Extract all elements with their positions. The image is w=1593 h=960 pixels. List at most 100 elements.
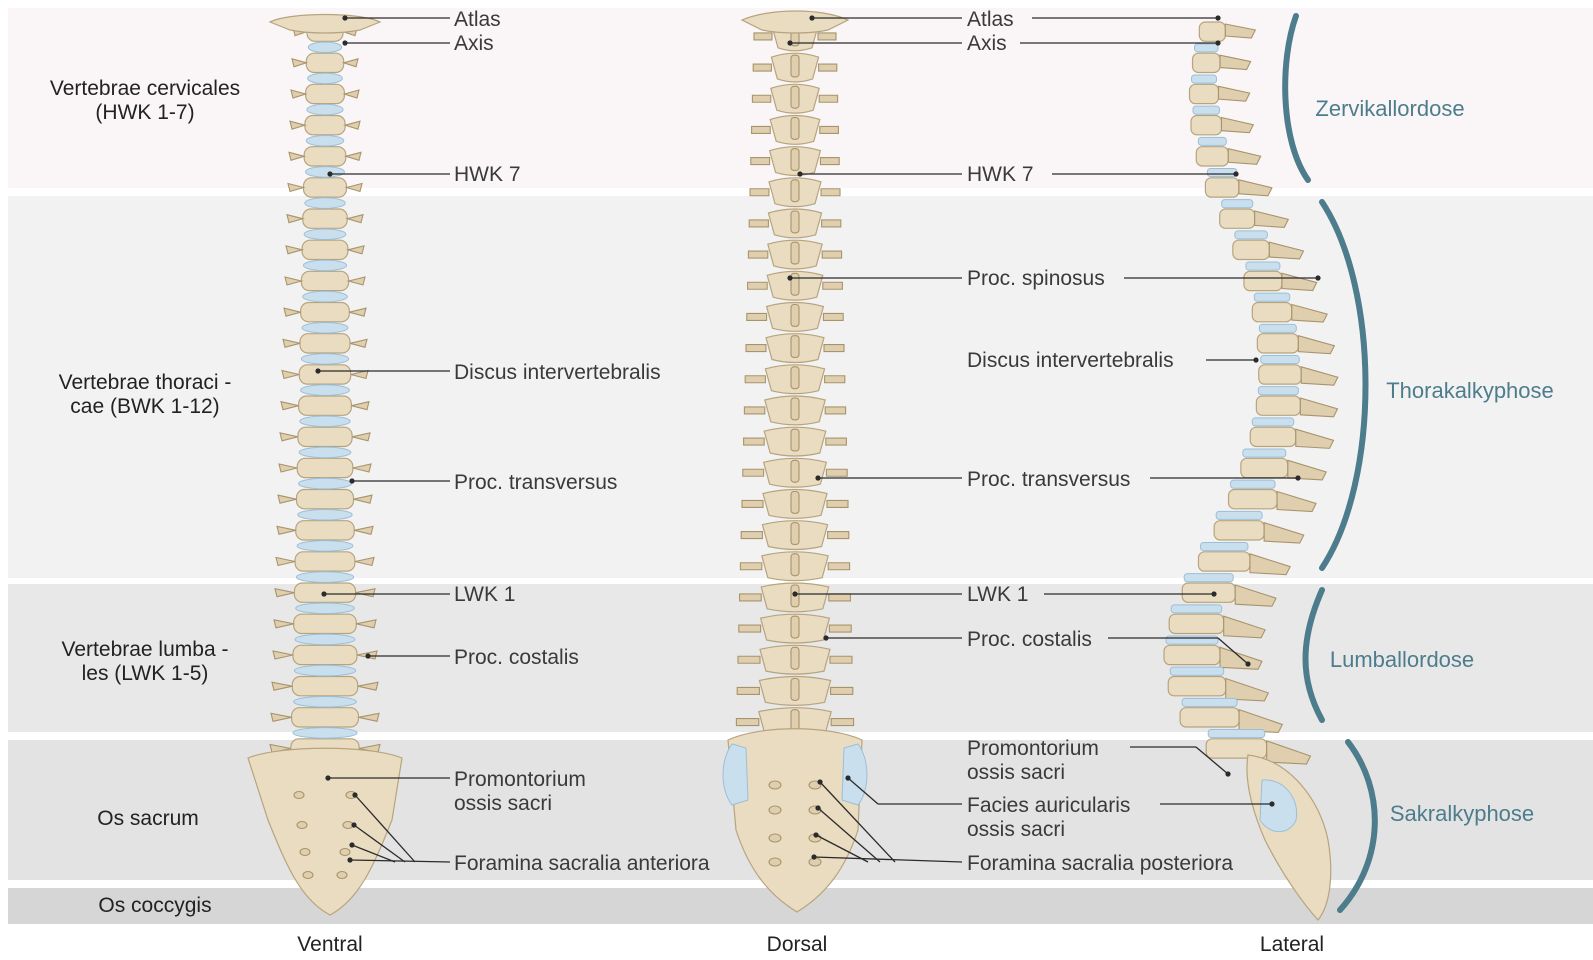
dorsal-label-lwk1: LWK 1 [967, 583, 1028, 606]
view-label-lateral: Lateral [1260, 933, 1324, 956]
vertebral-body [292, 677, 357, 696]
intervertebral-disc [1258, 387, 1298, 395]
intervertebral-disc [1216, 511, 1262, 519]
ventral-label-lwk1: LWK 1 [454, 583, 515, 606]
region-label-thoracic-line: cae (BWK 1-12) [70, 395, 219, 418]
ventral-label-foramina-anteriora-line: Foramina sacralia anteriora [454, 852, 710, 875]
spinous-process [791, 242, 799, 264]
intervertebral-disc [1235, 231, 1268, 239]
sacral-foramen [769, 858, 781, 866]
vertebral-body [1193, 53, 1221, 72]
dorsal-label-foramina-posteriora: Foramina sacralia posteriora [967, 852, 1233, 875]
sacral-foramen [340, 849, 350, 856]
dorsal-label-axis-line: Axis [967, 32, 1007, 55]
intervertebral-disc [301, 354, 348, 365]
dorsal-label-hwk7-line: HWK 7 [967, 163, 1034, 186]
spinous-process [791, 679, 799, 701]
intervertebral-disc [1192, 75, 1217, 83]
vertebral-body [296, 521, 354, 540]
vertebral-body [304, 178, 347, 197]
dorsal-label-proc-transversus: Proc. transversus [967, 468, 1130, 491]
dorsal-label-proc-costalis: Proc. costalis [967, 628, 1092, 651]
spinous-process [791, 460, 799, 482]
leader-dot [315, 368, 320, 373]
spinous-process [791, 616, 799, 638]
curvature-label-thorakalkyphose: Thorakalkyphose [1386, 378, 1554, 403]
leader-dot [787, 275, 792, 280]
vertebral-body [299, 396, 352, 415]
region-label-thoracic: Vertebrae thoraci -cae (BWK 1-12) [59, 371, 232, 418]
ventral-label-atlas-line: Atlas [454, 8, 501, 31]
ventral-label-promontorium-line: Promontorium [454, 768, 586, 791]
intervertebral-disc [1259, 324, 1296, 332]
vertebral-body [1250, 427, 1296, 446]
sacral-foramen [337, 872, 347, 879]
spinous-process [791, 273, 799, 295]
vertebral-body [1229, 490, 1278, 509]
leader-dot [1295, 475, 1300, 480]
ventral-label-axis-line: Axis [454, 32, 494, 55]
intervertebral-disc [296, 603, 355, 614]
leader-dot [342, 40, 347, 45]
vertebral-body [1256, 396, 1300, 415]
leader-dot [349, 842, 354, 847]
vertebral-body [1214, 521, 1264, 540]
intervertebral-disc [1261, 355, 1300, 363]
vertebral-body [293, 645, 357, 664]
leader-dot [1215, 15, 1220, 20]
ventral-label-proc-costalis: Proc. costalis [454, 646, 579, 669]
leader-dot [1233, 171, 1238, 176]
dorsal-label-facies-auricularis-line: Facies auricularis [967, 794, 1130, 817]
vertebral-body [1180, 708, 1239, 727]
intervertebral-disc [305, 198, 345, 209]
vertebral-body [1190, 84, 1219, 103]
intervertebral-disc [294, 696, 357, 707]
intervertebral-disc [295, 634, 355, 645]
ventral-label-discus: Discus intervertebralis [454, 361, 661, 384]
leader-dot [811, 854, 816, 859]
spinous-process [791, 149, 799, 171]
spinous-process [791, 86, 799, 108]
leader-dot [351, 822, 356, 827]
vertebral-body [1168, 677, 1226, 696]
dorsal-label-promontorium-line: Promontorium [967, 737, 1099, 760]
sacral-foramen [294, 792, 304, 799]
intervertebral-disc [306, 135, 344, 146]
vertebral-body [1196, 147, 1228, 166]
intervertebral-disc [302, 322, 348, 333]
ventral-label-proc-transversus: Proc. transversus [454, 471, 617, 494]
curvature-label-sakralkyphose: Sakralkyphose [1390, 801, 1534, 826]
vertebral-body [1220, 209, 1255, 228]
intervertebral-disc [300, 416, 350, 427]
dorsal-label-discus-line: Discus intervertebralis [967, 349, 1174, 372]
dorsal-label-promontorium-line: ossis sacri [967, 761, 1065, 784]
vertebral-body [301, 271, 348, 290]
vertebral-body [1205, 178, 1239, 197]
intervertebral-disc [1171, 605, 1222, 613]
region-label-cervical-line: Vertebrae cervicales [50, 77, 240, 100]
intervertebral-disc [299, 478, 352, 489]
region-label-coccyx-line: Os coccygis [98, 894, 211, 917]
vertebral-body [305, 116, 345, 135]
vertebral-body [294, 614, 357, 633]
region-label-sacrum: Os sacrum [97, 807, 199, 830]
auricular-surface-right [842, 744, 867, 805]
leader-dot [1315, 275, 1320, 280]
intervertebral-disc [1166, 636, 1218, 644]
ventral-label-atlas: Atlas [454, 8, 501, 31]
intervertebral-disc [297, 541, 353, 552]
vertebral-body [1199, 22, 1225, 41]
vertebral-body [303, 209, 347, 228]
vertebral-body [306, 84, 345, 103]
sacrum-dorsal [728, 729, 862, 912]
leader-dot [325, 775, 330, 780]
intervertebral-disc [1207, 168, 1237, 176]
sacral-foramen [297, 822, 307, 829]
spinous-process [791, 523, 799, 545]
sacral-foramen [769, 781, 781, 789]
intervertebral-disc [1193, 106, 1220, 114]
leader-dot [792, 591, 797, 596]
sacral-foramen [769, 806, 781, 814]
dorsal-label-lwk1-line: LWK 1 [967, 583, 1028, 606]
